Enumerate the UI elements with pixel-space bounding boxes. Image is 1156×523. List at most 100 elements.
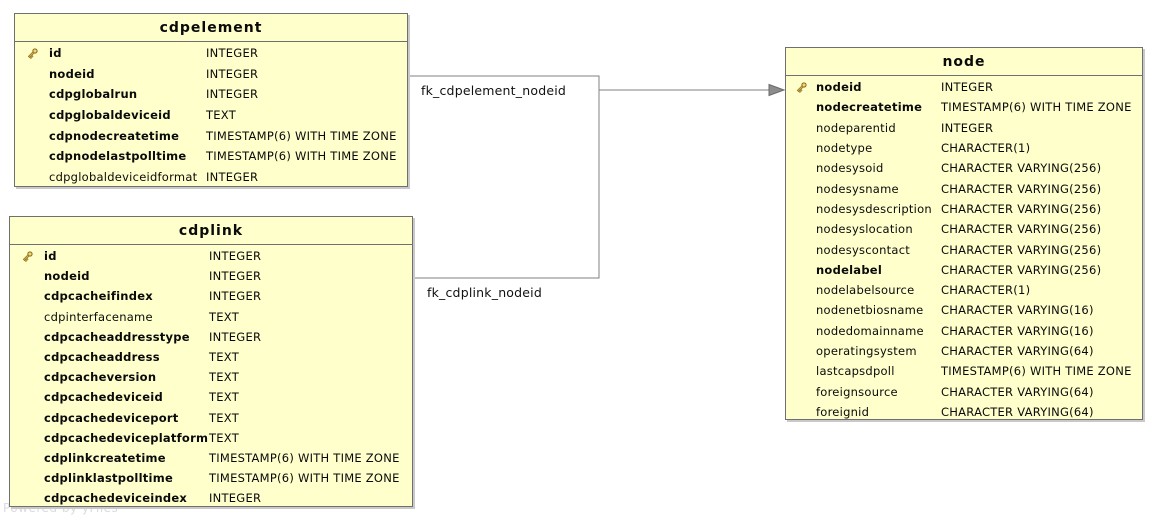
table-row: nodesysdescription CHARACTER VARYING(256) — [786, 199, 1142, 219]
table-row: nodedomainname CHARACTER VARYING(16) — [786, 321, 1142, 341]
key-icon-placeholder — [786, 402, 816, 422]
column-name: nodesysname — [816, 181, 899, 196]
relationship-label-fk-cdplink-nodeid: fk_cdplink_nodeid — [427, 285, 542, 300]
column-name: nodedomainname — [816, 323, 924, 338]
table-row: cdpglobaldeviceid TEXT — [15, 105, 407, 126]
column-name: cdpcacheifindex — [44, 289, 153, 304]
column-type: TEXT — [209, 410, 239, 425]
key-icon-placeholder — [786, 381, 816, 401]
key-icon-placeholder — [10, 307, 44, 327]
key-icon-placeholder — [15, 167, 49, 188]
key-icon-placeholder — [15, 125, 49, 146]
key-icon-placeholder — [10, 266, 44, 286]
column-type: TIMESTAMP(6) WITH TIME ZONE — [206, 128, 397, 143]
column-type: CHARACTER(1) — [941, 283, 1031, 298]
column-type: INTEGER — [209, 269, 262, 284]
column-name: nodeid — [49, 66, 95, 81]
relationship-line-fk-cdpelement-and-fk-cdplink — [408, 75, 600, 279]
column-name: cdpcacheaddress — [44, 350, 160, 365]
column-type: INTEGER — [209, 249, 262, 264]
key-icon-placeholder — [10, 286, 44, 306]
column-type: CHARACTER VARYING(256) — [941, 161, 1102, 176]
key-icon-placeholder — [786, 280, 816, 300]
column-type: TEXT — [206, 108, 236, 123]
key-icon-placeholder — [786, 138, 816, 158]
column-name: id — [44, 249, 57, 264]
key-icon-placeholder — [786, 178, 816, 198]
key-icon-placeholder — [786, 260, 816, 280]
column-type: CHARACTER(1) — [941, 141, 1031, 156]
table-title: cdpelement — [15, 14, 407, 42]
column-type: CHARACTER VARYING(256) — [941, 201, 1102, 216]
key-icon-placeholder — [786, 199, 816, 219]
key-icon-placeholder — [10, 327, 44, 347]
key-icon-placeholder — [786, 300, 816, 320]
column-type: TIMESTAMP(6) WITH TIME ZONE — [209, 471, 400, 486]
key-icon-placeholder — [10, 347, 44, 367]
column-type: CHARACTER VARYING(16) — [941, 323, 1094, 338]
column-name: nodecreatetime — [816, 100, 923, 115]
column-name: nodeparentid — [816, 120, 896, 135]
column-type: INTEGER — [209, 329, 262, 344]
column-name: nodesyslocation — [816, 222, 913, 237]
column-name: cdpcachedeviceport — [44, 410, 179, 425]
column-type: INTEGER — [206, 169, 259, 184]
column-name: cdpinterfacename — [44, 309, 153, 324]
column-name: cdpglobalrun — [49, 87, 138, 102]
table-row: nodenetbiosname CHARACTER VARYING(16) — [786, 300, 1142, 320]
column-type: INTEGER — [206, 87, 259, 102]
column-name: cdpnodelastpolltime — [49, 149, 187, 164]
column-type: CHARACTER VARYING(64) — [941, 344, 1094, 358]
key-icon-placeholder — [15, 84, 49, 105]
primary-key-icon — [786, 77, 816, 97]
relationship-label-fk-cdpelement-nodeid: fk_cdpelement_nodeid — [421, 83, 567, 98]
column-name: cdpnodecreatetime — [49, 128, 180, 143]
primary-key-icon — [10, 246, 44, 266]
column-type: TEXT — [209, 430, 239, 445]
table-row: cdpnodecreatetime TIMESTAMP(6) WITH TIME … — [15, 125, 407, 146]
column-type: CHARACTER VARYING(16) — [941, 303, 1094, 318]
column-name: operatingsystem — [816, 344, 917, 358]
column-name: cdpcacheversion — [44, 370, 157, 385]
column-name: foreignsource — [816, 384, 898, 399]
column-name: cdpglobaldeviceid — [49, 108, 171, 123]
key-icon-placeholder — [15, 146, 49, 167]
table-row: cdpglobalrun INTEGER — [15, 84, 407, 105]
column-type: CHARACTER VARYING(256) — [941, 242, 1102, 257]
column-type: TIMESTAMP(6) WITH TIME ZONE — [209, 450, 400, 465]
table-row: foreignsource CHARACTER VARYING(64) — [786, 381, 1142, 401]
column-name: nodesysdescription — [816, 201, 932, 216]
arrowhead-icon — [768, 83, 786, 97]
key-icon-placeholder — [786, 341, 816, 361]
table-row: cdpcachedeviceport TEXT — [10, 408, 412, 428]
table-row: id INTEGER — [10, 246, 412, 266]
column-name: nodenetbiosname — [816, 303, 924, 318]
key-icon-placeholder — [786, 321, 816, 341]
column-type: CHARACTER VARYING(64) — [941, 384, 1094, 399]
